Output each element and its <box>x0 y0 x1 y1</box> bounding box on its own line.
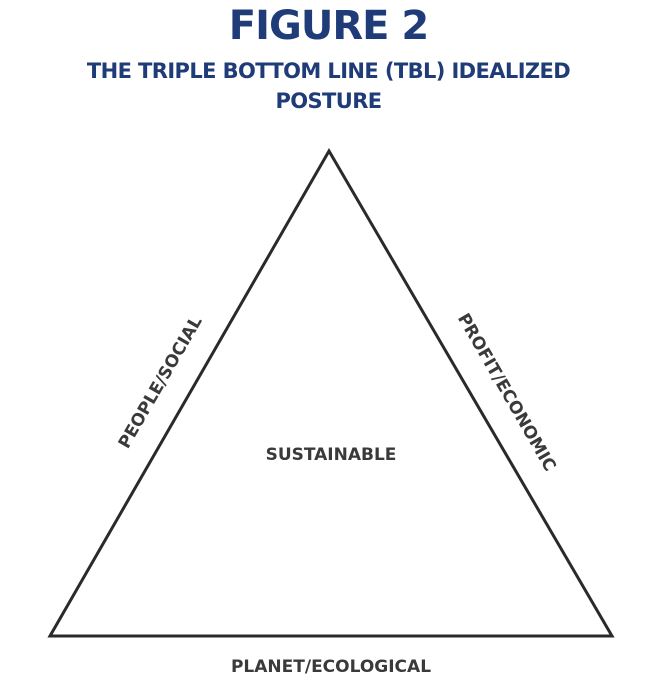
bottom-side-label: PLANET/ECOLOGICAL <box>231 657 431 677</box>
left-side-label: PEOPLE/SOCIAL <box>115 313 207 452</box>
figure-subtitle: THE TRIPLE BOTTOM LINE (TBL) IDEALIZED P… <box>86 59 571 113</box>
figure-title: FIGURE 2 <box>228 3 429 49</box>
center-label: SUSTAINABLE <box>266 445 397 465</box>
tbl-triangle <box>47 148 615 638</box>
